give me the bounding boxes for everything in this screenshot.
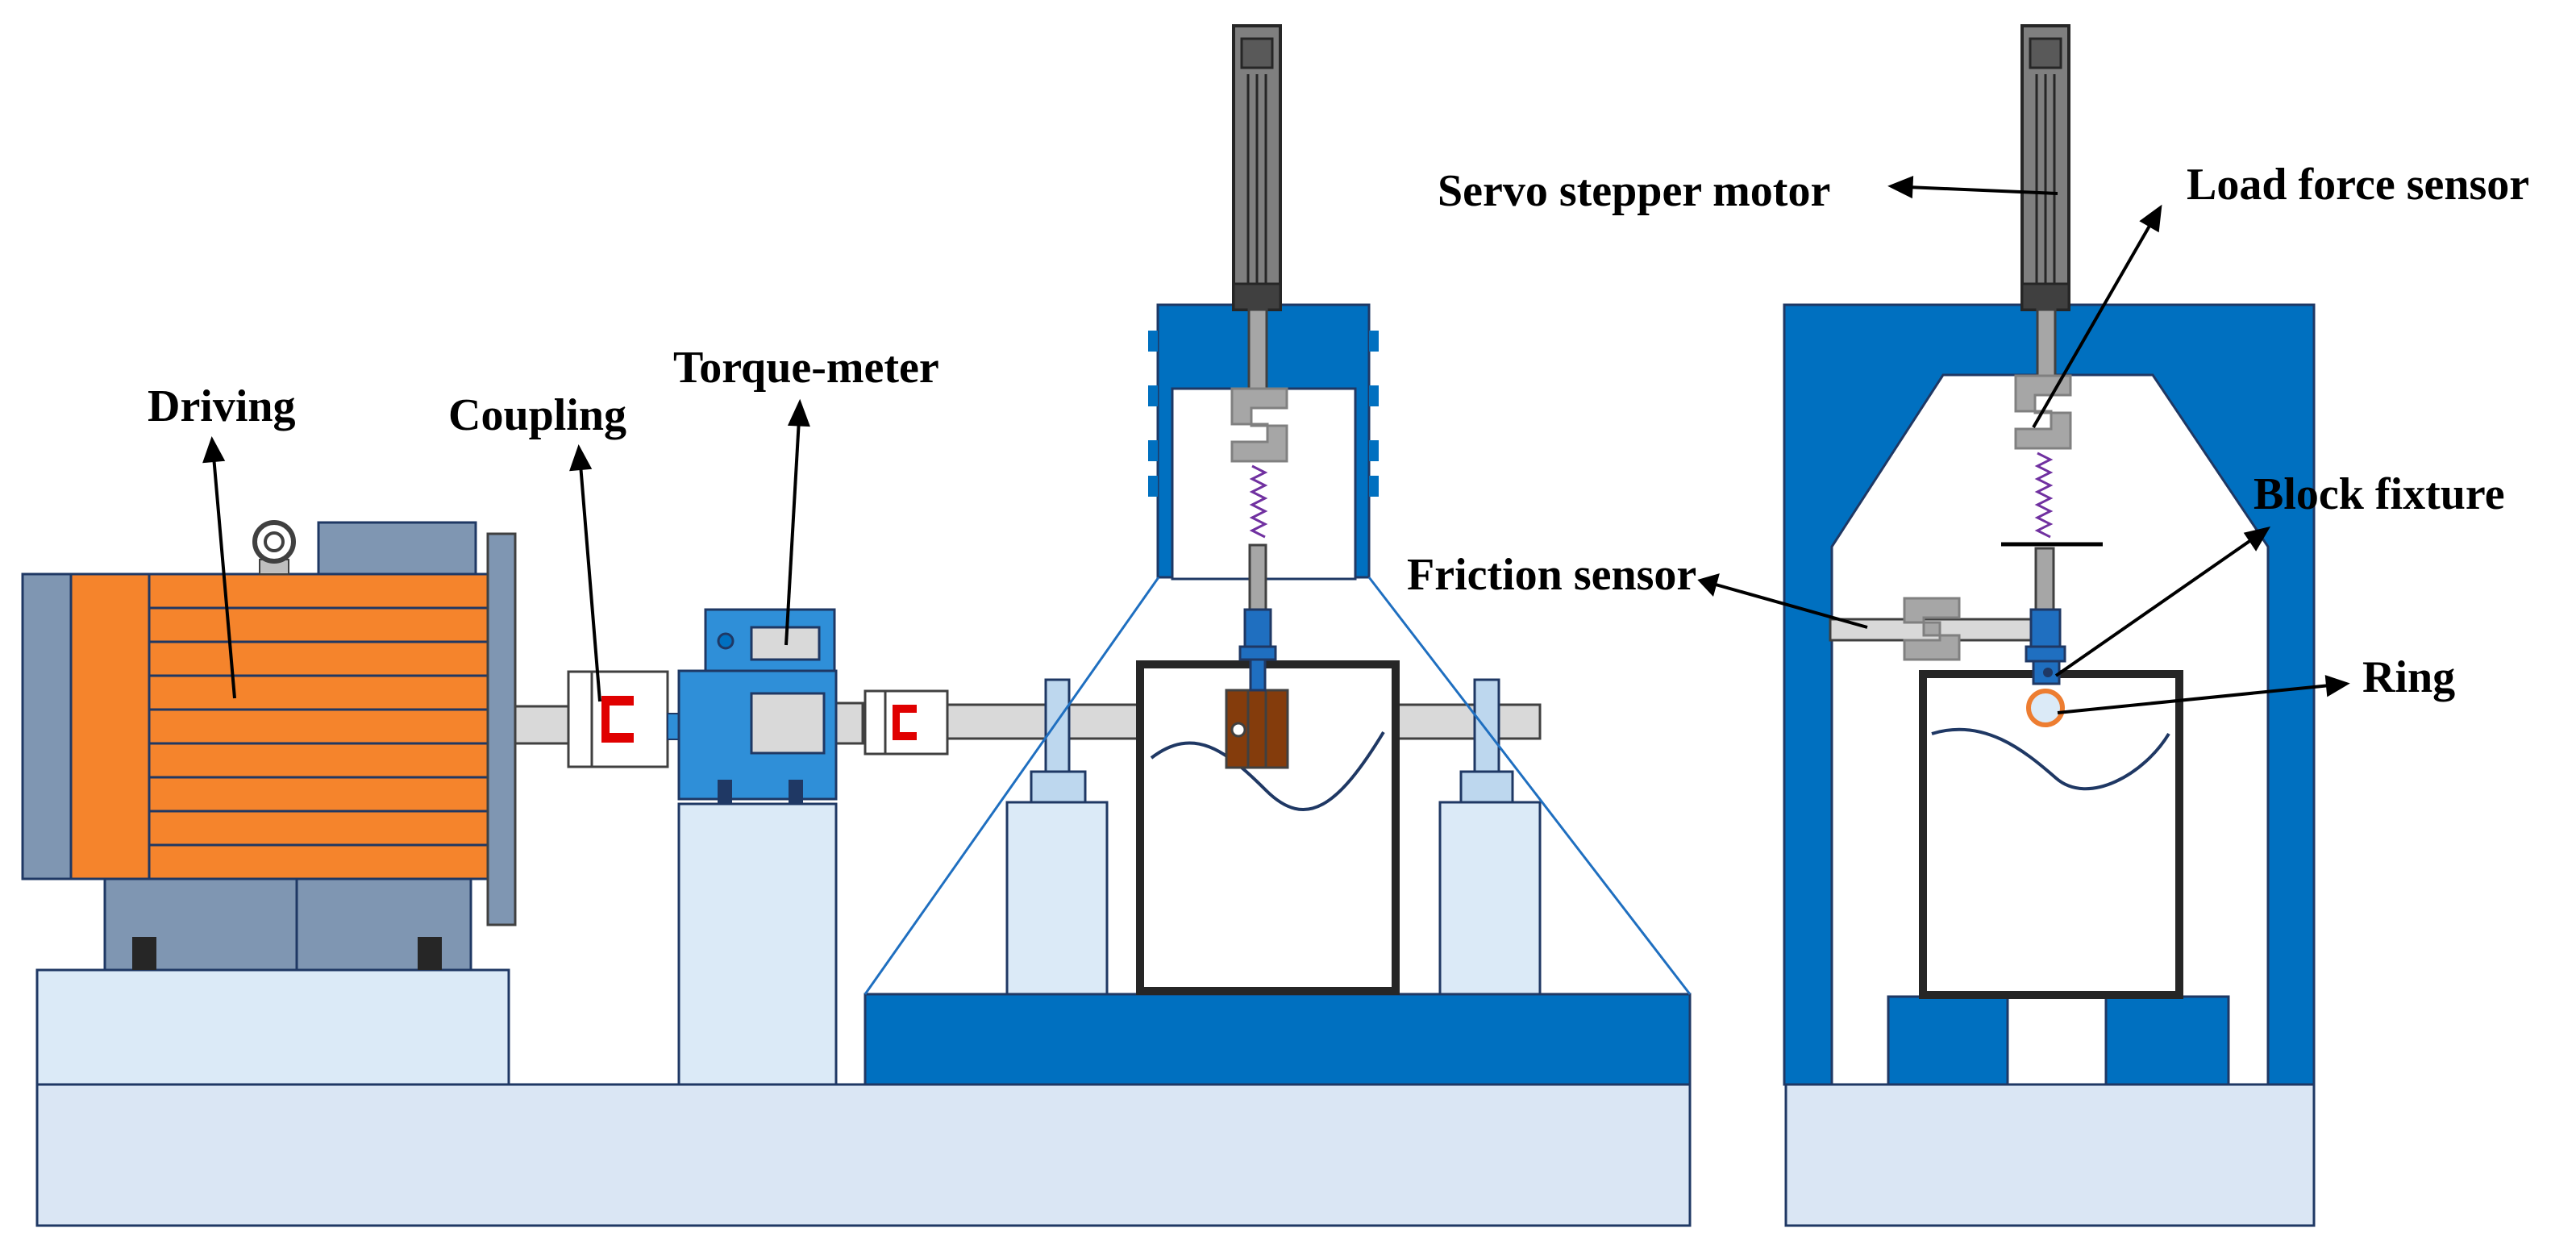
label-driving: Driving [148,381,296,431]
coupling-right [864,689,949,756]
label-ring: Ring [2362,652,2455,702]
torque-panel [750,692,826,755]
label-load-force-sensor: Load force sensor [2187,160,2529,210]
servo-motor-right [2020,24,2070,377]
tester-loading-frame [1136,24,1400,995]
motor-feet-housing [103,877,472,972]
label-servo-stepper-motor: Servo stepper motor [1438,166,1830,216]
torque-meter [667,608,864,804]
oil-level-wave [1150,731,1385,811]
label-block-fixture: Block fixture [2253,469,2505,519]
annotation-arrows [202,175,2350,714]
terminal-box [317,521,477,576]
label-coupling: Coupling [448,390,626,440]
side-oil-tank [1919,670,2183,999]
label-friction-sensor: Friction sensor [1407,550,1696,600]
tester-base-block [864,993,1692,1086]
side-frame [1783,303,2316,1086]
torque-knob [717,632,735,650]
motor-end-cap [21,572,73,880]
driving-motor [21,520,517,972]
drive-shaft-left [514,705,575,745]
motor-body [69,572,492,880]
bearing-support-right [1438,678,1542,996]
side-base-plate [1784,1083,2316,1227]
ring-specimen-icon [2026,689,2065,727]
motor-pedestal [35,968,510,1086]
bearing-support-left [1005,678,1109,996]
motor-flange [486,532,517,926]
friction-sensor-icon [1903,597,1961,661]
torque-meter-pedestal [677,802,838,1086]
spring-left-icon [1249,464,1268,539]
main-base-plate [35,1083,1692,1227]
label-torque-meter: Torque-meter [673,343,939,393]
spring-right-icon [2034,452,2054,539]
motor-foot-left [132,937,156,970]
coupling-left [567,670,669,768]
load-cell-left-icon [1230,387,1288,463]
motor-cooling-fins [149,606,490,847]
motor-foot-right [418,937,442,970]
